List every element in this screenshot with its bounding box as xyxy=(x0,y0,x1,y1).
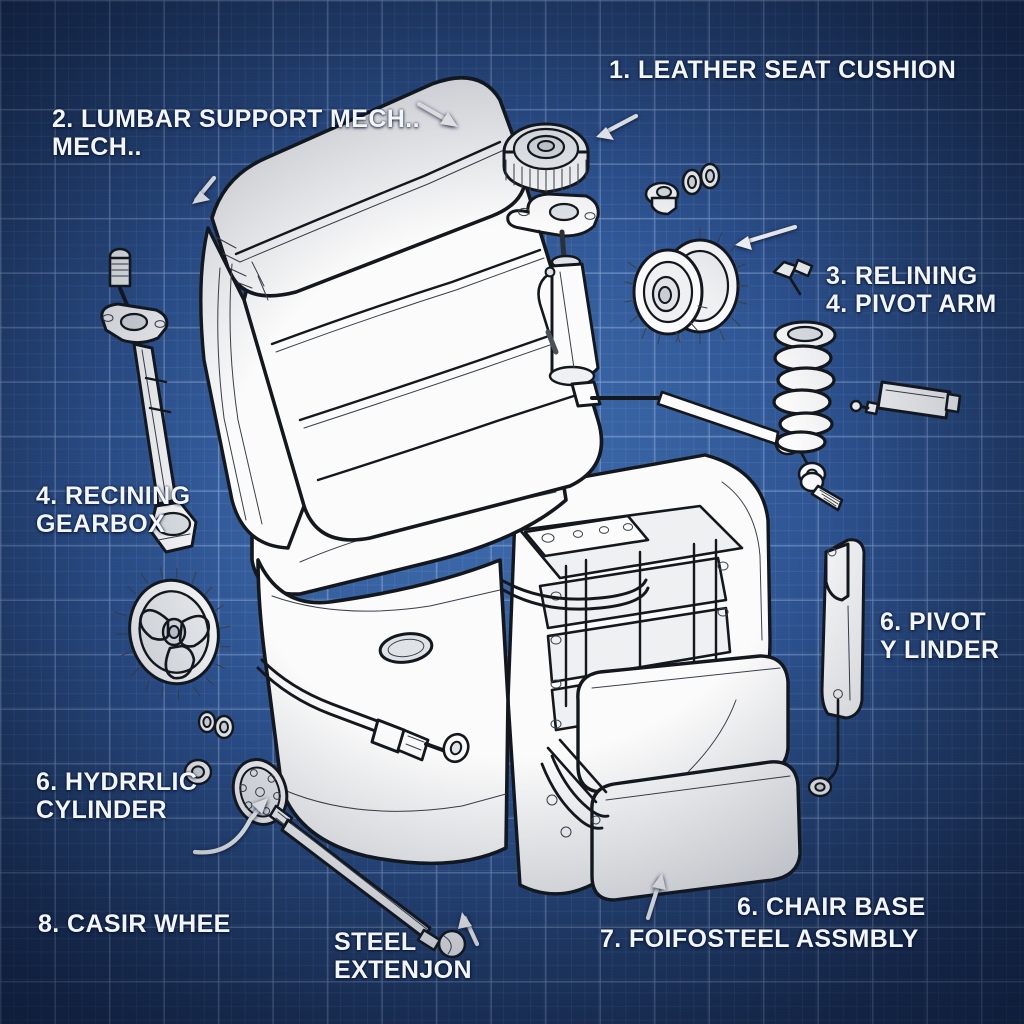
label-foifosteel-assmbly: 7. FOIFOSTEEL ASSMBLY xyxy=(600,925,919,953)
label-recining-gearbox: 4. RECINING GEARBOX xyxy=(36,482,191,538)
label-casir-whee: 8. CASIR WHEE xyxy=(38,910,231,938)
label-relining-pivot-arm: 3. RELINING 4. PIVOT ARM xyxy=(826,262,997,318)
label-lumbar-support-mech: 2. LUMBAR SUPPORT MECH.. MECH.. xyxy=(52,105,420,161)
label-pivot-ylinder: 6. PIVOT Y LINDER xyxy=(880,608,1000,664)
label-chair-base: 6. CHAIR BASE xyxy=(737,893,926,921)
label-steel-extenjon: STEEL EXTENJON xyxy=(334,928,472,984)
label-hydraulic-cylinder: 6. HYDRRLIC CYLINDER xyxy=(36,768,198,824)
label-leather-seat-cushion: 1. LEATHER SEAT CUSHION xyxy=(609,56,957,84)
